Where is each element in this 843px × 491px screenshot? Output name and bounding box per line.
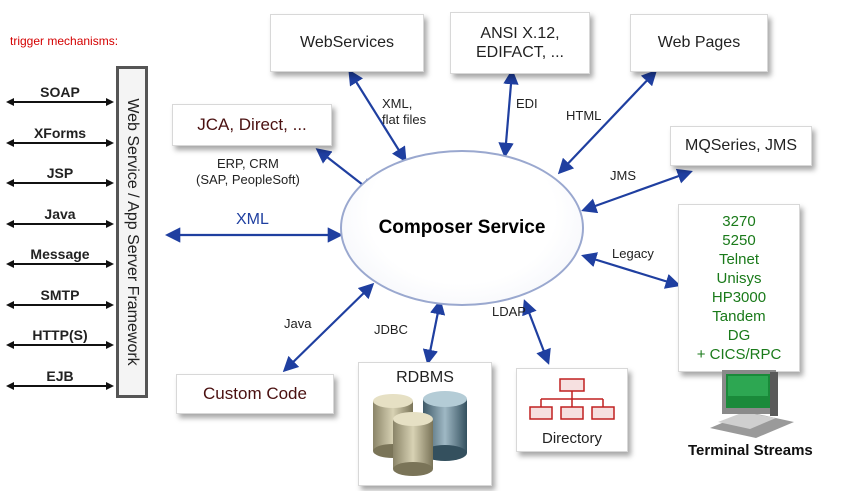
arrow-ansi: [498, 68, 519, 159]
ansi-box: ANSI X.12, EDIFACT, ...: [450, 12, 590, 74]
edge-label-ldap: LDAP: [492, 304, 526, 319]
arrow-custom-code: [282, 282, 375, 373]
trigger-label: JSP: [46, 165, 74, 181]
legacy-system-item: Telnet: [718, 251, 759, 268]
double-arrow-icon: [6, 179, 114, 187]
custom-code-box: Custom Code: [176, 374, 334, 414]
legacy-system-item: + CICS/RPC: [696, 346, 782, 363]
rdbms-label: RDBMS: [396, 369, 454, 386]
mqseries-label: MQSeries, JMS: [684, 137, 797, 154]
trigger-label: SOAP: [40, 84, 80, 100]
trigger-soap: SOAP: [6, 84, 114, 108]
webservices-box: WebServices: [270, 14, 424, 72]
arrow-webservices: [348, 69, 407, 163]
database-icon: [373, 391, 467, 476]
webpages-box: Web Pages: [630, 14, 768, 72]
directory-box: Directory: [516, 368, 628, 452]
edge-label-erp-crm: ERP, CRM (SAP, PeopleSoft): [196, 156, 300, 187]
jca-label: JCA, Direct, ...: [197, 115, 307, 134]
trigger-label: SMTP: [40, 286, 80, 303]
trigger-ejb: EJB: [6, 368, 114, 392]
custom-code-label: Custom Code: [203, 384, 307, 403]
legacy-system-item: DG: [727, 327, 751, 344]
trigger-xforms: XForms: [6, 125, 114, 149]
trigger-smtp: SMTP: [6, 287, 114, 311]
trigger-java: Java: [6, 206, 114, 230]
trigger-label: Java: [44, 205, 76, 222]
legacy-system-item: HP3000: [711, 289, 767, 306]
trigger-message: Message: [6, 246, 114, 270]
arrow-rdbms: [422, 298, 446, 366]
jca-box: JCA, Direct, ...: [172, 104, 332, 146]
double-arrow-icon: [6, 381, 114, 390]
webservices-label: WebServices: [300, 34, 394, 51]
arrow-legacy: [581, 252, 681, 289]
double-arrow-icon: [6, 300, 114, 309]
org-chart-icon: [529, 378, 615, 420]
arrow-webpages: [557, 69, 658, 175]
composer-service-node: Composer Service: [340, 150, 584, 306]
trigger-http-s: HTTP(S): [6, 327, 114, 351]
directory-label: Directory: [541, 430, 602, 447]
edge-label-edi: EDI: [516, 96, 538, 111]
rdbms-box: RDBMS: [358, 362, 492, 486]
edge-label-xml-flat-files: XML, flat files: [382, 96, 427, 127]
arrow-mqseries: [581, 168, 693, 214]
trigger-label: XForms: [33, 124, 87, 141]
arrow-directory: [522, 299, 551, 365]
terminal-streams-label: Terminal Streams: [688, 442, 813, 459]
trigger-label: EJB: [46, 367, 74, 384]
edge-label-java: Java: [284, 316, 312, 331]
ansi-label: ANSI X.12, EDIFACT, ...: [475, 25, 564, 61]
legacy-system-item: Unisys: [716, 270, 762, 287]
terminal-icon: [710, 370, 794, 438]
double-arrow-icon: [6, 260, 114, 268]
trigger-label: HTTP(S): [32, 327, 88, 343]
trigger-heading: trigger mechanisms:: [10, 34, 119, 48]
legacy-system-item: Tandem: [712, 308, 766, 325]
double-arrow-icon: [6, 219, 114, 228]
framework-bar: Web Service / App Server Framework: [116, 66, 148, 398]
webpages-label: Web Pages: [657, 34, 741, 51]
legacy-system-item: 3270: [722, 213, 756, 230]
edge-label-xml: XML: [236, 211, 269, 228]
edge-label-legacy: Legacy: [612, 246, 654, 261]
legacy-system-item: 5250: [722, 232, 756, 249]
double-arrow-icon: [6, 138, 114, 147]
edge-label-jms: JMS: [610, 168, 636, 183]
trigger-jsp: JSP: [6, 165, 114, 189]
edge-label-jdbc: JDBC: [374, 322, 408, 337]
double-arrow-icon: [6, 98, 114, 106]
composer-service-label: Composer Service: [378, 217, 546, 238]
trigger-label: Message: [30, 246, 90, 262]
double-arrow-icon: [6, 341, 114, 349]
edge-label-html: HTML: [566, 108, 602, 123]
framework-label: Web Service / App Server Framework: [124, 98, 141, 366]
mqseries-box: MQSeries, JMS: [670, 126, 812, 166]
